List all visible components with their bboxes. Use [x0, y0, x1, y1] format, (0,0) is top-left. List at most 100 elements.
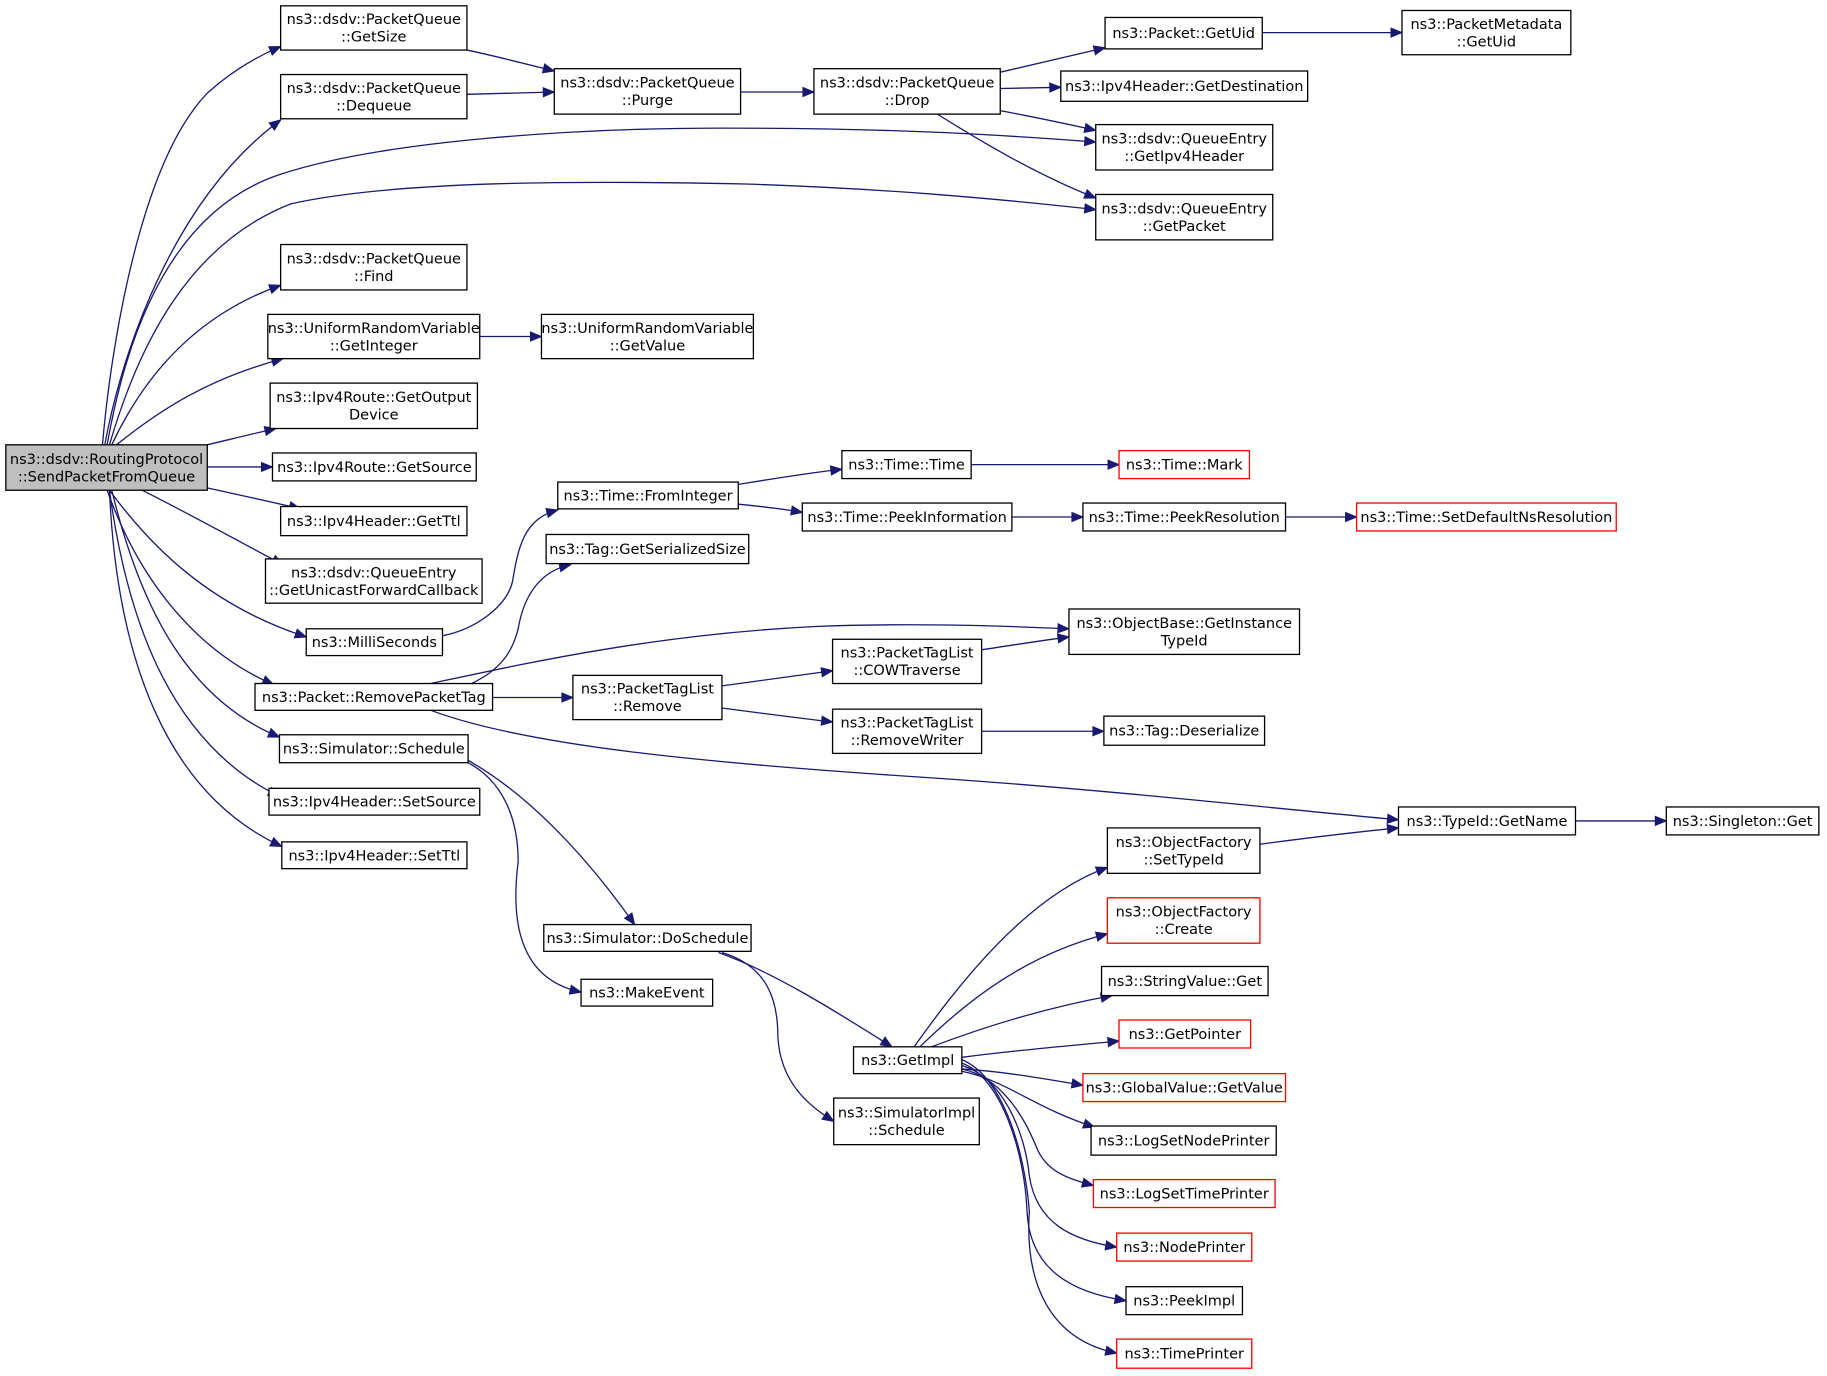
node-tag-getsersize[interactable]: ns3::Tag::GetSerializedSize	[545, 533, 750, 565]
arrowhead	[1049, 82, 1063, 93]
node-pq-find[interactable]: ns3::dsdv::PacketQueue::Find	[279, 243, 468, 291]
arrowhead	[1094, 866, 1109, 877]
arrowhead	[293, 628, 308, 639]
node-sim-schedule[interactable]: ns3::Simulator::Schedule	[278, 734, 469, 764]
node-of-settypeid[interactable]: ns3::ObjectFactory::SetTypeId	[1106, 827, 1261, 874]
edge-sim-doschedule-to-getimpl	[718, 953, 894, 1048]
node-urv-getinteger[interactable]: ns3::UniformRandomVariable::GetInteger	[267, 313, 481, 360]
node-getimpl[interactable]: ns3::GetImpl	[852, 1046, 963, 1075]
edge-root-to-ipv4h-setttl	[109, 490, 283, 848]
node-box	[5, 444, 208, 491]
node-label: ns3::Packet::RemovePacketTag	[262, 690, 486, 706]
node-box	[267, 313, 481, 360]
node-pq-getsize[interactable]: ns3::dsdv::PacketQueue::GetSize	[279, 5, 468, 51]
node-label: ::GetUid	[1457, 34, 1516, 50]
edge-pq-dequeue-to-pq-purge	[467, 87, 556, 98]
node-ipv4h-getttl[interactable]: ns3::Ipv4Header::GetTtl	[279, 505, 468, 537]
edge-pq-getsize-to-pq-purge	[467, 50, 556, 74]
node-root[interactable]: ns3::dsdv::RoutingProtocol::SendPacketFr…	[5, 444, 208, 491]
edge-root-to-pq-dequeue	[105, 119, 282, 445]
arrowhead	[268, 284, 282, 295]
node-tag-deserialize[interactable]: ns3::Tag::Deserialize	[1103, 715, 1266, 746]
node-label: ns3::Time::PeekInformation	[807, 510, 1006, 526]
node-logsetnodeprinter[interactable]: ns3::LogSetNodePrinter	[1090, 1125, 1277, 1156]
node-time-peekres[interactable]: ns3::Time::PeekResolution	[1082, 502, 1287, 532]
node-time-setdefault[interactable]: ns3::Time::SetDefaultNsResolution	[1355, 502, 1617, 532]
node-sim-doschedule[interactable]: ns3::Simulator::DoSchedule	[543, 923, 752, 952]
node-box	[1082, 1072, 1287, 1103]
node-time-fromint[interactable]: ns3::Time::FromInteger	[557, 481, 739, 510]
node-label: ns3::SimulatorImpl	[838, 1106, 975, 1122]
node-qe-getpacket[interactable]: ns3::dsdv::QueueEntry::GetPacket	[1095, 193, 1274, 241]
arrowhead	[1057, 623, 1071, 634]
edge-getimpl-to-getpointer	[962, 1036, 1121, 1058]
edge-sim-schedule-to-makeevent	[468, 763, 583, 995]
node-label: ns3::Time::SetDefaultNsResolution	[1360, 510, 1612, 526]
node-globalvalue-getvalue[interactable]: ns3::GlobalValue::GetValue	[1082, 1072, 1287, 1103]
node-label: ns3::dsdv::PacketQueue	[287, 12, 461, 28]
node-label: ::Create	[1155, 922, 1213, 938]
node-label: ns3::NodePrinter	[1123, 1240, 1245, 1256]
node-simimpl-schedule[interactable]: ns3::SimulatorImpl::Schedule	[833, 1097, 980, 1146]
edge-packet-removetag-to-objbase-getinst	[431, 623, 1071, 684]
node-ipv4h-getdest[interactable]: ns3::Ipv4Header::GetDestination	[1060, 70, 1309, 102]
node-singleton-get[interactable]: ns3::Singleton::Get	[1665, 806, 1820, 836]
edge-urv-getinteger-to-urv-getvalue	[480, 331, 543, 342]
edge-packet-removetag-to-typeid-getname	[431, 710, 1400, 824]
node-urv-getvalue[interactable]: ns3::UniformRandomVariable::GetValue	[540, 313, 755, 360]
node-makeevent[interactable]: ns3::MakeEvent	[580, 978, 714, 1007]
arrowhead	[1092, 45, 1107, 56]
node-label: TypeId	[1160, 633, 1208, 649]
node-getpointer[interactable]: ns3::GetPointer	[1118, 1019, 1252, 1049]
node-box	[1397, 806, 1577, 836]
node-label: ::Find	[354, 269, 393, 285]
node-packet-getuid[interactable]: ns3::Packet::GetUid	[1104, 16, 1263, 50]
node-milliseconds[interactable]: ns3::MilliSeconds	[305, 628, 444, 657]
node-time-time[interactable]: ns3::Time::Time	[841, 449, 972, 480]
node-box	[1082, 502, 1287, 532]
edge-sim-schedule-to-sim-doschedule	[468, 760, 636, 926]
node-pq-dequeue[interactable]: ns3::dsdv::PacketQueue::Dequeue	[279, 73, 468, 120]
node-box	[264, 558, 483, 604]
node-qe-getucb[interactable]: ns3::dsdv::QueueEntry::GetUnicastForward…	[264, 558, 483, 604]
edge-packet-getuid-to-pmeta-getuid	[1262, 27, 1404, 38]
node-stringvalue-get[interactable]: ns3::StringValue::Get	[1100, 965, 1269, 997]
edge-getimpl-to-of-settypeid	[914, 866, 1109, 1047]
arrowhead	[1083, 188, 1097, 199]
edge-sim-doschedule-to-simimpl-schedule	[722, 953, 835, 1123]
node-packet-removetag[interactable]: ns3::Packet::RemovePacketTag	[254, 682, 494, 711]
node-timeprinter[interactable]: ns3::TimePrinter	[1116, 1338, 1253, 1369]
node-box	[1092, 1178, 1276, 1209]
node-qe-getipv4header[interactable]: ns3::dsdv::QueueEntry::GetIpv4Header	[1095, 123, 1274, 171]
node-ipv4h-setttl[interactable]: ns3::Ipv4Header::SetTtl	[281, 841, 468, 870]
node-label: ns3::ObjectFactory	[1116, 835, 1252, 851]
node-label: ns3::PacketTagList	[841, 716, 974, 732]
node-label: ns3::TypeId::GetName	[1407, 814, 1568, 830]
node-logsettimeprinter[interactable]: ns3::LogSetTimePrinter	[1092, 1178, 1276, 1209]
node-typeid-getname[interactable]: ns3::TypeId::GetName	[1397, 806, 1577, 836]
arrowhead	[268, 119, 282, 132]
node-nodeprinter[interactable]: ns3::NodePrinter	[1116, 1232, 1253, 1262]
node-ptl-remove[interactable]: ns3::PacketTagList::Remove	[572, 674, 723, 721]
node-time-mark[interactable]: ns3::Time::Mark	[1118, 449, 1251, 480]
node-ptl-cow[interactable]: ns3::PacketTagList::COWTraverse	[831, 638, 983, 685]
edge-root-to-qe-getpacket	[109, 182, 1098, 445]
node-box	[1118, 1019, 1252, 1049]
node-pmeta-getuid[interactable]: ns3::PacketMetadata::GetUid	[1401, 9, 1572, 56]
node-ipv4h-setsource[interactable]: ns3::Ipv4Header::SetSource	[268, 787, 481, 816]
node-pq-purge[interactable]: ns3::dsdv::PacketQueue::Purge	[553, 68, 742, 115]
node-box	[1116, 1338, 1253, 1369]
node-pq-drop[interactable]: ns3::dsdv::PacketQueue::Drop	[813, 68, 1001, 115]
node-label: ns3::dsdv::QueueEntry	[1101, 132, 1267, 148]
node-peekimpl[interactable]: ns3::PeekImpl	[1125, 1286, 1244, 1316]
node-ptl-removewriter[interactable]: ns3::PacketTagList::RemoveWriter	[831, 708, 983, 755]
node-time-peekinfo[interactable]: ns3::Time::PeekInformation	[801, 502, 1013, 532]
node-of-create[interactable]: ns3::ObjectFactory::Create	[1106, 897, 1261, 944]
node-label: ns3::Tag::GetSerializedSize	[549, 542, 746, 558]
arrowhead	[269, 836, 283, 848]
node-route-getsource[interactable]: ns3::Ipv4Route::GetSource	[271, 452, 477, 482]
node-label: ns3::PacketMetadata	[1410, 17, 1562, 33]
arrowhead	[1390, 27, 1404, 38]
